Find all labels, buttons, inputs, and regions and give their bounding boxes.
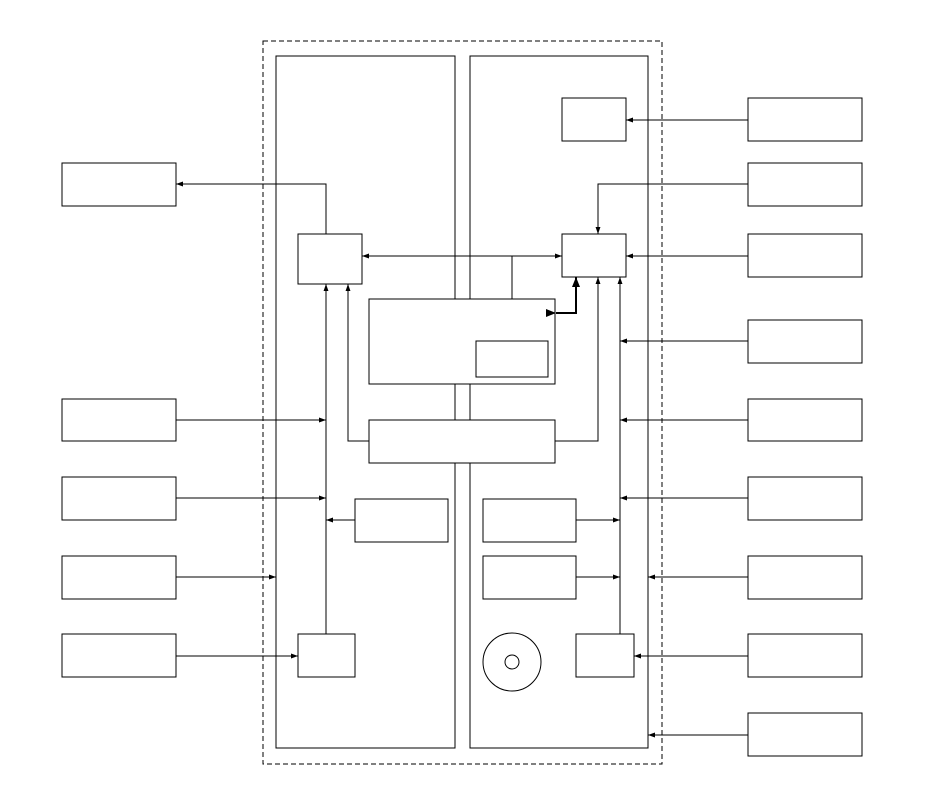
- right-controller-block: [561, 233, 627, 278]
- right-external-box-5: [747, 398, 863, 442]
- wire-bus-to-right-controller: [555, 277, 601, 442]
- left-external-box-3: [61, 476, 177, 521]
- wire-left-controller-to-left-box-1: [176, 181, 327, 234]
- right-external-box-3: [747, 233, 863, 278]
- right-external-box-8: [747, 633, 863, 678]
- left-external-box-4: [61, 555, 177, 600]
- processor-sub-block: [475, 340, 549, 378]
- device-enclosure: [262, 40, 663, 765]
- central-bus-block: [368, 419, 556, 464]
- wire-bus-to-left-controller: [345, 284, 369, 442]
- right-external-box-4: [747, 319, 863, 364]
- right-external-box-6: [747, 476, 863, 521]
- left-external-box-1: [61, 162, 177, 207]
- right-external-box-2: [747, 162, 863, 207]
- disc-center-icon: [504, 654, 520, 670]
- right-panel: [469, 55, 649, 749]
- left-external-box-5: [61, 633, 177, 678]
- left-panel: [275, 55, 456, 749]
- right-external-box-9: [747, 712, 863, 757]
- left-controller-block: [297, 233, 363, 285]
- right-input-block-2: [482, 555, 577, 600]
- right-external-box-7: [747, 555, 863, 600]
- wire-right-box-2-in: [595, 183, 748, 234]
- right-input-block-1: [482, 498, 577, 543]
- right-bottom-block: [575, 633, 635, 678]
- right-top-block: [561, 97, 627, 142]
- left-input-block: [354, 498, 449, 543]
- left-external-box-2: [61, 398, 177, 442]
- right-external-box-1: [747, 97, 863, 142]
- left-bottom-block: [297, 633, 356, 678]
- bus-processor-right-controller: [546, 277, 580, 317]
